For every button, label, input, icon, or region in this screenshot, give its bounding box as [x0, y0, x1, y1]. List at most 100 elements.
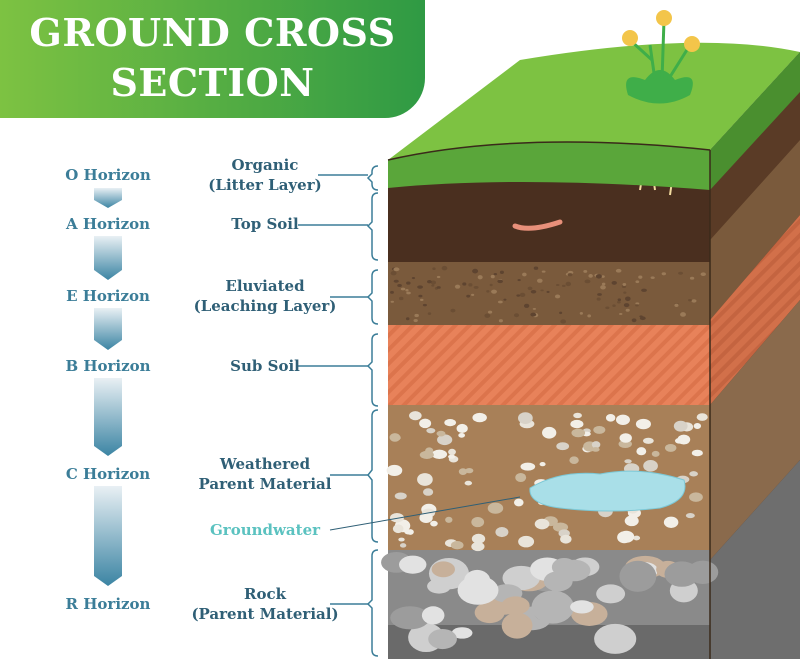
pebble [419, 512, 433, 524]
pebble [520, 462, 536, 471]
pebble [390, 290, 394, 294]
pebble [426, 280, 432, 284]
pebble [421, 606, 445, 625]
pebble [540, 289, 544, 292]
pebble [473, 285, 479, 289]
pebble [427, 578, 451, 594]
pebble [448, 454, 456, 459]
pebble [689, 492, 703, 502]
pebble [444, 419, 457, 427]
arrow-e-b [94, 308, 122, 350]
pebble [643, 460, 658, 472]
pebble [436, 286, 441, 289]
pebble [531, 590, 575, 624]
b-horizon-label: B Horizon [65, 357, 151, 375]
pebble [680, 312, 686, 317]
pebble [472, 412, 487, 423]
pebble [616, 300, 621, 304]
grass-top [388, 42, 800, 160]
worm [512, 219, 563, 231]
organic-label: Organic(Litter Layer) [208, 156, 322, 194]
pebble [663, 516, 679, 528]
pebble [583, 269, 588, 273]
pebble [611, 280, 617, 285]
pebble [661, 272, 667, 276]
a-horizon-label: A Horizon [65, 215, 151, 233]
pebble [457, 575, 499, 605]
pebble [495, 527, 509, 538]
flower-plant-icon [622, 10, 700, 104]
pebble [596, 297, 601, 301]
pebble [691, 299, 697, 303]
pebble [641, 288, 647, 292]
pebble [405, 289, 409, 292]
c-horizon-label: C Horizon [65, 465, 151, 483]
pebble [423, 488, 434, 496]
pebble [514, 498, 524, 507]
pebble [569, 456, 579, 465]
pebble [399, 555, 427, 574]
pebble [600, 285, 606, 290]
pebble [498, 319, 503, 323]
pebble [427, 312, 432, 315]
pebble [597, 293, 602, 296]
pebble [664, 443, 677, 452]
pebble [591, 441, 601, 449]
pebble [591, 447, 600, 452]
pebble [593, 425, 606, 434]
pebble [696, 413, 708, 421]
pebble [491, 289, 497, 294]
pebble [426, 427, 436, 434]
pebble [624, 515, 639, 527]
pebble [493, 272, 498, 276]
pebble [490, 274, 495, 279]
pebble [678, 271, 684, 275]
pebble [399, 543, 407, 548]
pebble [567, 273, 573, 277]
pebble [618, 530, 635, 543]
pebble [565, 281, 572, 287]
pebble [605, 306, 610, 310]
pebble [450, 308, 456, 313]
pebble [400, 287, 406, 291]
pebble [559, 311, 563, 315]
pebble [579, 312, 583, 315]
pebble [397, 283, 402, 288]
pebble [635, 304, 639, 307]
pebble [533, 266, 539, 270]
pebble [430, 280, 437, 285]
pebble [551, 557, 577, 577]
pebble [398, 296, 404, 301]
layer-topsoil [388, 180, 710, 265]
pebble [519, 292, 526, 298]
pebble [674, 437, 685, 444]
pebble [390, 513, 404, 523]
pebble [556, 442, 570, 451]
pebble [432, 267, 436, 270]
pebble [689, 471, 698, 477]
pebble [560, 534, 572, 544]
pebble [617, 298, 622, 302]
e-horizon-label: E Horizon [66, 287, 150, 305]
title-banner [0, 0, 425, 118]
pebble [570, 600, 594, 614]
layer-brackets [298, 165, 521, 657]
pebble [441, 265, 448, 271]
pebble [458, 432, 466, 438]
pebble [571, 428, 586, 438]
pebble [419, 418, 432, 429]
pebble [595, 274, 602, 279]
pebble [499, 270, 504, 274]
pebble [516, 294, 521, 297]
pebble [394, 492, 407, 500]
pebble [624, 459, 632, 464]
pebble [636, 447, 647, 456]
pebble [542, 426, 557, 439]
pebble [484, 313, 491, 318]
pebble [386, 464, 403, 477]
pebble [518, 412, 533, 424]
pebble [639, 316, 646, 321]
pebble [570, 419, 584, 429]
pebble [664, 561, 700, 587]
